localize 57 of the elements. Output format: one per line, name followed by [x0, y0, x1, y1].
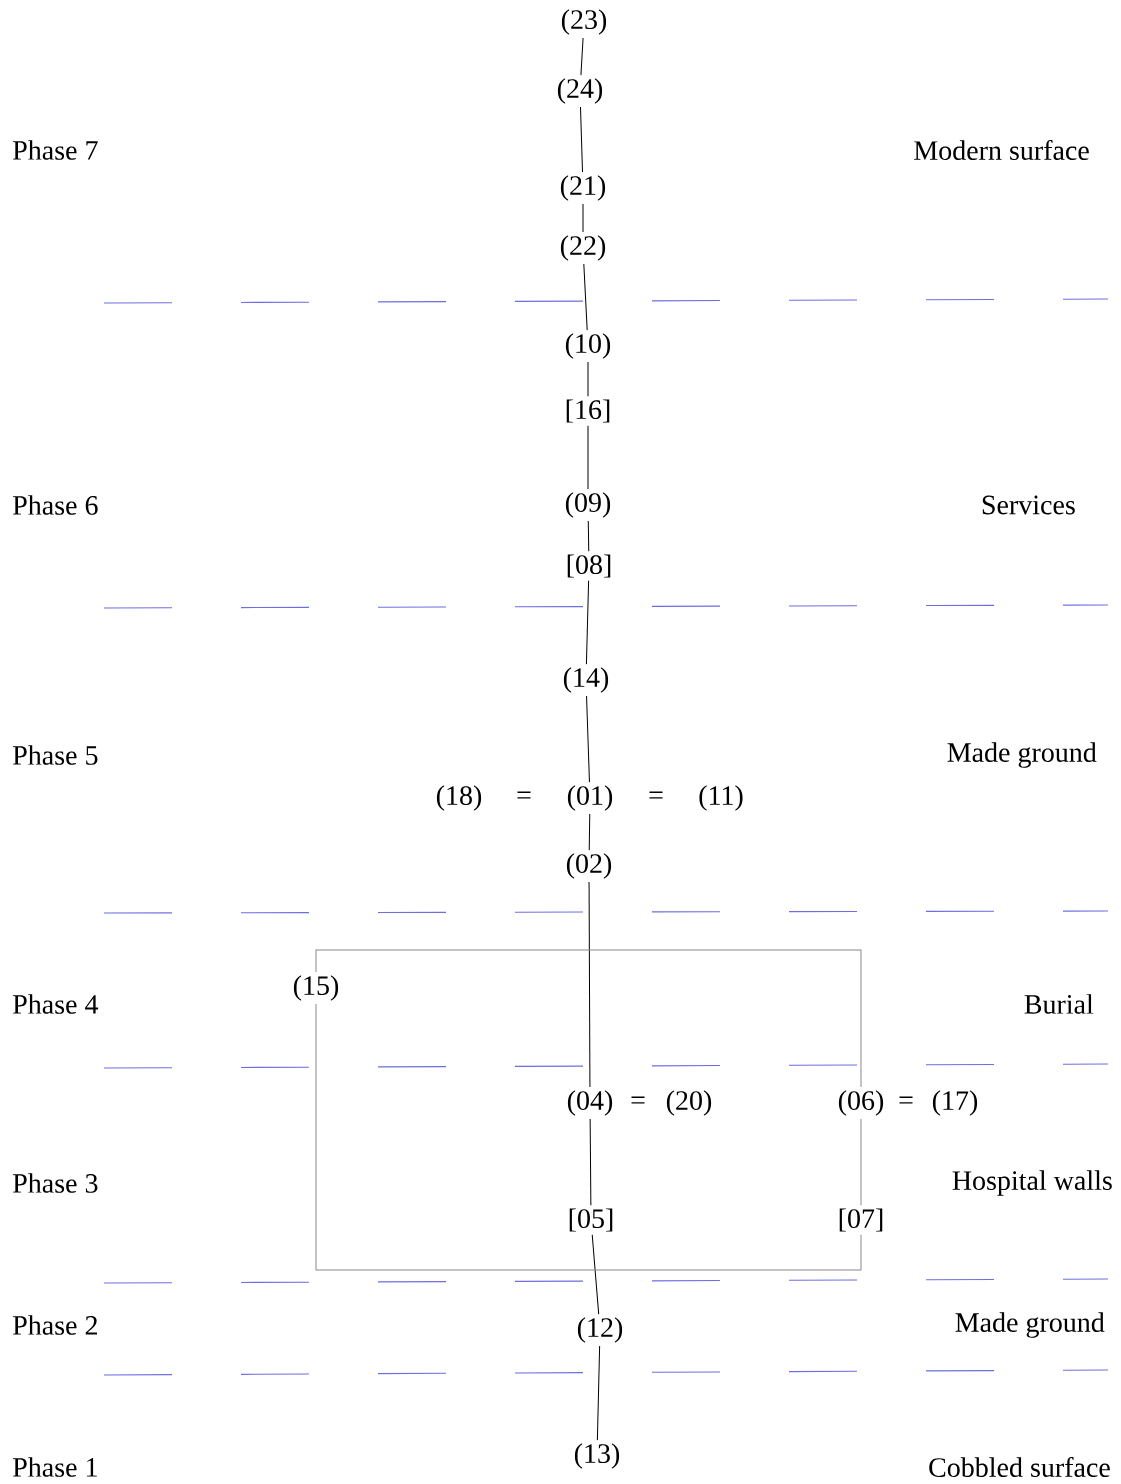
context-number: (14) [563, 667, 609, 693]
context-number: (23) [561, 9, 607, 35]
context-number: (18) [436, 785, 482, 811]
context-number: [08] [567, 554, 611, 578]
connector-line [591, 1234, 600, 1315]
phase-description: Burial [1024, 994, 1094, 1014]
context-number: (15) [293, 975, 339, 1001]
context-number: (11) [699, 785, 743, 811]
connector-line [587, 425, 589, 490]
context-number: (17) [932, 1090, 978, 1116]
connector-line [582, 203, 584, 233]
equals-sign: = [899, 1096, 913, 1104]
context-number: (06) [838, 1090, 884, 1116]
connector-line [315, 949, 862, 1088]
equals-sign: = [517, 791, 531, 799]
connector-line [587, 520, 590, 552]
context-number: (02) [566, 853, 612, 879]
connector-line [586, 695, 590, 783]
connector-line [315, 1003, 862, 1271]
connector-line [587, 361, 589, 397]
connector-line [583, 263, 588, 331]
equals-sign: = [649, 791, 663, 799]
context-number: (21) [560, 175, 606, 201]
phase-label: Phase 4 [13, 994, 99, 1014]
phase-label: Phase 3 [13, 1173, 98, 1193]
context-number: (24) [557, 78, 603, 104]
context-number: (01) [567, 785, 613, 811]
context-number: [16] [566, 399, 610, 423]
context-number: [07] [839, 1208, 883, 1232]
phase-description: Cobbled surface [929, 1457, 1110, 1477]
phase-label: Phase 2 [13, 1315, 97, 1335]
phase-description: Made ground [955, 1312, 1105, 1338]
phase-label: Phase 6 [13, 495, 98, 515]
context-number: (10) [565, 333, 611, 359]
phase-label: Phase 1 [13, 1457, 97, 1477]
context-number: (09) [565, 492, 611, 518]
connector-line [588, 813, 591, 851]
connector-line [860, 1118, 862, 1206]
equals-sign: = [631, 1096, 645, 1104]
connector-line [589, 1118, 592, 1206]
context-number: (13) [574, 1443, 620, 1469]
context-number: [05] [569, 1208, 613, 1232]
context-number: (20) [666, 1090, 712, 1116]
phase-label: Phase 7 [13, 140, 98, 160]
connector-line [596, 1345, 601, 1441]
connector-line [585, 580, 590, 665]
connector-line [588, 881, 591, 1088]
context-number: (04) [567, 1090, 613, 1116]
context-number: (12) [577, 1317, 623, 1343]
connector-line [580, 37, 584, 76]
phase-label: Phase 5 [13, 745, 98, 765]
phase-description: Hospital walls [952, 1170, 1112, 1196]
phase-description: Services [982, 495, 1075, 515]
phase-description: Made ground [947, 742, 1097, 768]
context-number: (22) [560, 235, 606, 261]
phase-description: Modern surface [914, 140, 1089, 160]
connector-line [580, 106, 583, 173]
